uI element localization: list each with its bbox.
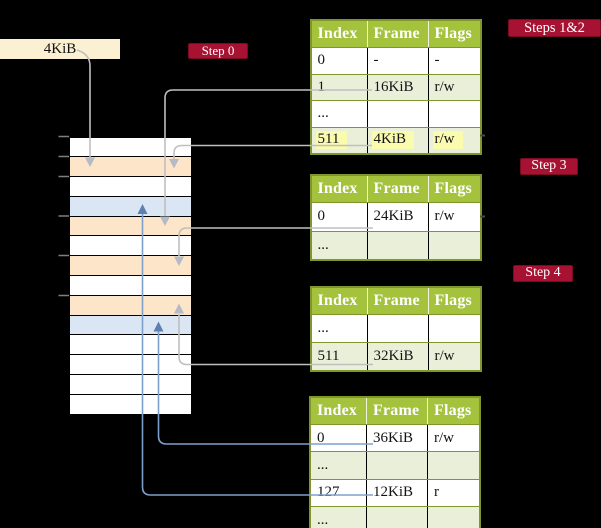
table-cell bbox=[366, 101, 428, 127]
column-header: Index bbox=[317, 292, 358, 309]
table-cell: r/w bbox=[427, 74, 480, 100]
column-header: Index bbox=[317, 180, 358, 197]
memory-frame-row bbox=[70, 137, 191, 158]
memory-frame-row bbox=[70, 177, 191, 197]
table-cell: r/w bbox=[427, 203, 480, 231]
table-cell: ... bbox=[317, 511, 329, 528]
table-row: 511 4KiB r/w bbox=[311, 126, 480, 154]
column-header: Frame bbox=[366, 398, 427, 424]
memory-frame-row bbox=[70, 196, 191, 217]
step3-badge: Step 3 bbox=[520, 157, 578, 175]
column-header: Flags bbox=[427, 398, 479, 424]
memory-frame-row bbox=[70, 315, 191, 336]
table-cell: 0 bbox=[317, 52, 326, 69]
table-cell bbox=[427, 315, 480, 342]
table-cell: 4KiB bbox=[366, 127, 428, 153]
highlighted-value: r/w bbox=[432, 131, 463, 150]
memory-frame-row bbox=[70, 295, 191, 316]
step0-badge: Step 0 bbox=[188, 43, 248, 59]
table-cell: 0 bbox=[317, 429, 325, 446]
column-header: Frame bbox=[366, 288, 428, 314]
table-cell: r/w bbox=[427, 343, 480, 370]
memory-frame-row bbox=[70, 355, 191, 375]
table-cell: 127 bbox=[317, 484, 340, 501]
table-cell: - bbox=[366, 48, 428, 74]
table-cell bbox=[427, 452, 479, 479]
memory-frame-row bbox=[70, 157, 191, 178]
memory-frame-row bbox=[70, 256, 191, 276]
step4-badge: Step 4 bbox=[513, 264, 573, 282]
table-cell: 16KiB bbox=[366, 74, 428, 100]
table-cell: r bbox=[427, 479, 479, 506]
table-cell bbox=[427, 506, 479, 528]
table-cell: - bbox=[427, 48, 480, 74]
table-cell: 12KiB bbox=[366, 479, 427, 506]
table-cell bbox=[427, 231, 480, 259]
column-header: Frame bbox=[366, 21, 428, 47]
table-cell bbox=[366, 506, 427, 528]
table-row: ... bbox=[311, 314, 480, 342]
table-cell: ... bbox=[317, 105, 329, 122]
table-row: ... bbox=[311, 100, 480, 127]
memory-frame-row bbox=[70, 216, 191, 237]
table-row: ... bbox=[311, 230, 480, 259]
table-row: ... bbox=[311, 505, 479, 528]
column-header: Frame bbox=[366, 176, 428, 202]
table-cell: 32KiB bbox=[366, 343, 428, 370]
table-cell: 0 bbox=[317, 208, 326, 225]
table-cell: ... bbox=[317, 236, 329, 253]
table-cell: 1 bbox=[317, 78, 326, 95]
table-cell: 511 bbox=[317, 348, 340, 364]
column-header: Flags bbox=[427, 21, 480, 47]
table-cell: 24KiB bbox=[366, 203, 428, 231]
table-cell: r/w bbox=[427, 425, 479, 452]
table-cell: 511 bbox=[312, 128, 367, 154]
table-cell bbox=[366, 452, 427, 479]
table-cell: r/w bbox=[427, 127, 480, 153]
table-cell bbox=[366, 231, 428, 259]
highlighted-value: 511 bbox=[315, 131, 348, 150]
table-cell: ... bbox=[317, 320, 329, 336]
physical-memory-column bbox=[69, 136, 192, 415]
memory-frame-row bbox=[70, 335, 191, 356]
memory-frame-row bbox=[70, 394, 191, 414]
table-row: ... bbox=[311, 451, 479, 479]
steps-1-2-badge: Steps 1&2 bbox=[508, 19, 601, 37]
column-header: Index bbox=[317, 25, 358, 42]
column-header: Flags bbox=[427, 176, 480, 202]
frame-size-label: 4KiB bbox=[0, 39, 120, 59]
column-header: Index bbox=[317, 402, 358, 419]
table-row: 0 -- bbox=[311, 47, 480, 74]
memory-offset-ticks bbox=[58, 135, 69, 297]
column-header: Flags bbox=[427, 288, 480, 314]
table-cell bbox=[366, 315, 428, 342]
memory-frame-row bbox=[70, 374, 191, 395]
table-cell: ... bbox=[317, 456, 329, 473]
memory-frame-row bbox=[70, 236, 191, 257]
memory-frame-row bbox=[70, 275, 191, 296]
table-cell: 36KiB bbox=[366, 425, 427, 452]
highlighted-value: 4KiB bbox=[371, 131, 415, 150]
table-cell bbox=[427, 101, 480, 127]
